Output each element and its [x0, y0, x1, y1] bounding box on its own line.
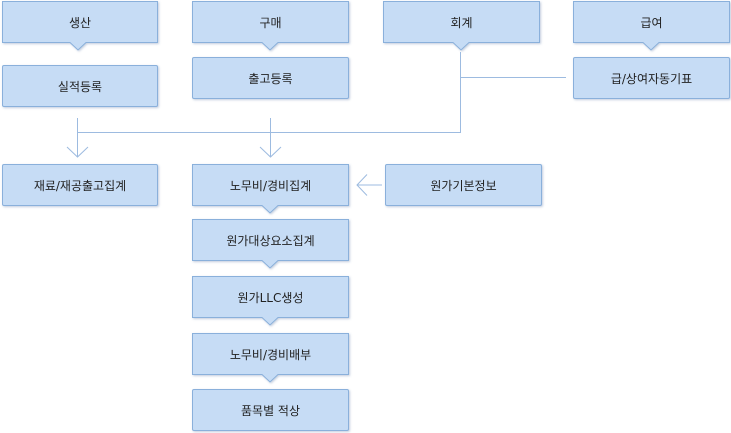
shipment-registration-node: 출고등록	[192, 57, 349, 99]
production-node: 생산	[2, 1, 158, 43]
accounting-label: 회계	[450, 15, 473, 30]
item-level-accumulation-node: 품목별 적상	[192, 389, 349, 431]
performance-registration-label: 실적등록	[57, 79, 103, 94]
material-shipment-summary-label: 재료/재공출고집계	[33, 178, 127, 193]
labor-expense-summary-label: 노무비/경비집계	[229, 178, 312, 193]
labor-expense-allocation-label: 노무비/경비배부	[229, 347, 312, 362]
labor-allocation-callout	[192, 333, 349, 383]
purchase-label: 구매	[259, 15, 282, 30]
production-label: 생산	[68, 15, 92, 30]
cost-llc-generation-label: 원가LLC생성	[237, 290, 304, 305]
arrow-head-material-summary	[66, 146, 89, 158]
production-callout	[2, 1, 158, 51]
salary-auto-slip-node: 급/상여자동기표	[573, 57, 730, 99]
arrow-head-labor-summary	[259, 146, 282, 158]
purchase-node: 구매	[192, 1, 349, 43]
cost-basic-info-node: 원가기본정보	[385, 164, 542, 206]
shipment-registration-label: 출고등록	[248, 71, 293, 86]
cost-llc-callout	[192, 276, 349, 326]
salary-node: 급여	[573, 1, 730, 43]
salary-label: 급여	[640, 15, 663, 30]
labor-expense-allocation-node: 노무비/경비배부	[192, 333, 349, 375]
arrow-head-cost-info	[356, 174, 368, 196]
salary-callout	[573, 1, 730, 51]
performance-registration-node: 실적등록	[2, 65, 158, 107]
accounting-node: 회계	[383, 1, 540, 43]
labor-summary-callout	[192, 164, 349, 214]
labor-expense-summary-node: 노무비/경비집계	[192, 164, 349, 206]
material-shipment-summary-node: 재료/재공출고집계	[2, 164, 158, 206]
salary-auto-slip-label: 급/상여자동기표	[610, 71, 693, 86]
cost-target-callout	[192, 219, 349, 269]
cost-target-element-summary-node: 원가대상요소집계	[192, 219, 349, 261]
item-level-accumulation-label: 품목별 적상	[240, 403, 300, 418]
accounting-callout	[383, 1, 540, 51]
purchase-callout	[192, 1, 349, 51]
cost-llc-generation-node: 원가LLC생성	[192, 276, 349, 318]
cost-basic-info-label: 원가기본정보	[430, 178, 497, 193]
connector-accounting-to-merge	[77, 52, 461, 133]
cost-target-element-summary-label: 원가대상요소집계	[226, 233, 315, 248]
